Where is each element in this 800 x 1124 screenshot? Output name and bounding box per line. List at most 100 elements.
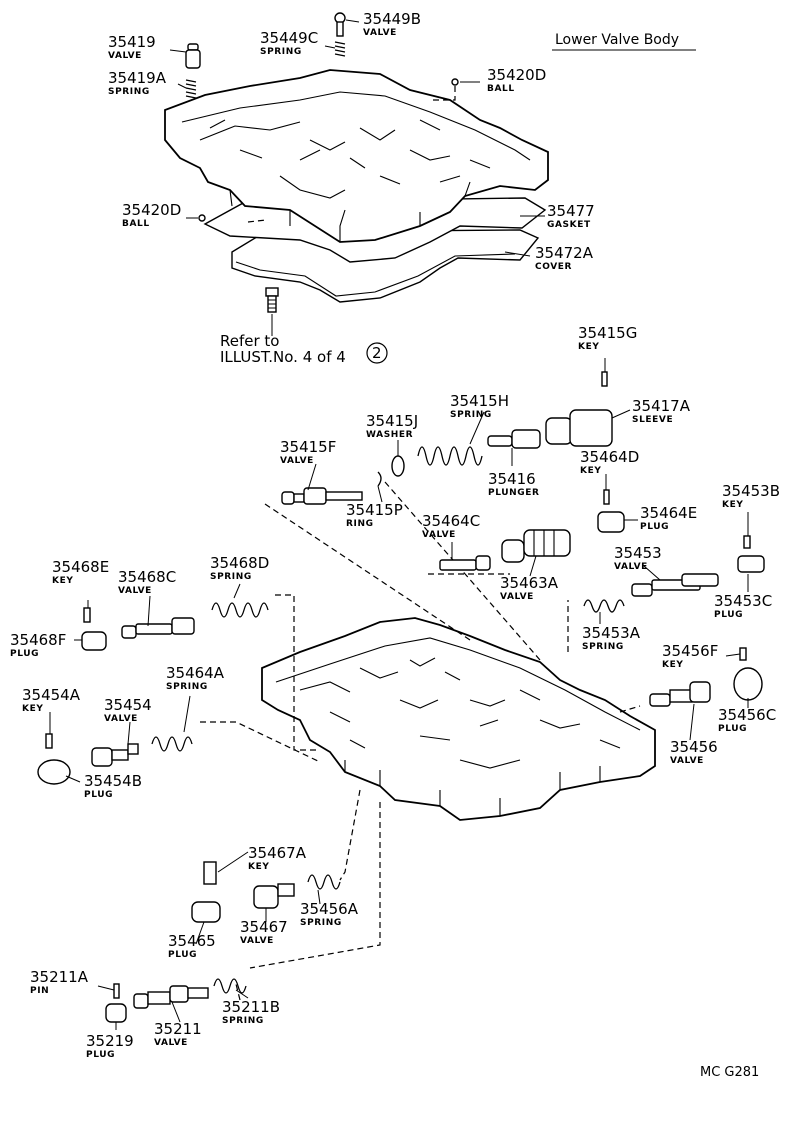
dash-spring-35456a (339, 789, 361, 881)
svg-text:PLUG: PLUG (640, 522, 669, 532)
svg-text:35456F: 35456F (662, 642, 718, 660)
svg-text:35472A: 35472A (535, 244, 594, 262)
svg-text:VALVE: VALVE (670, 756, 704, 766)
lower-body-top-face (275, 637, 641, 731)
svg-text:35456C: 35456C (718, 706, 776, 724)
svg-text:PIN: PIN (30, 986, 49, 996)
svg-text:KEY: KEY (662, 660, 683, 670)
svg-text:PLUG: PLUG (718, 724, 747, 734)
svg-text:VALVE: VALVE (108, 51, 142, 61)
svg-text:35465: 35465 (168, 932, 216, 950)
title-text: Lower Valve Body (555, 32, 679, 48)
cover-plate-drawing (231, 229, 540, 303)
svg-text:35415J: 35415J (366, 412, 418, 430)
valve-35463a-drawing (501, 529, 571, 563)
ball-35420d-left-drawing (198, 214, 206, 222)
upper-body-channels (199, 119, 491, 199)
valve-35415f-drawing (281, 487, 363, 505)
svg-text:35464D: 35464D (580, 448, 639, 466)
svg-text:35468C: 35468C (118, 568, 176, 586)
svg-text:PLUG: PLUG (168, 950, 197, 960)
svg-text:VALVE: VALVE (363, 28, 397, 38)
svg-text:BALL: BALL (122, 219, 150, 229)
svg-text:SPRING: SPRING (582, 642, 624, 652)
valve-35453-drawing (631, 573, 719, 597)
svg-text:VALVE: VALVE (422, 530, 456, 540)
svg-text:35456A: 35456A (300, 900, 359, 918)
bolt-drawing (265, 287, 279, 313)
svg-text:SPRING: SPRING (108, 87, 150, 97)
dash-spring-35211b (249, 802, 381, 969)
key-35453b-drawing (743, 535, 751, 549)
plug-35465-drawing (191, 901, 221, 923)
reference-line2: ILLUST.No. 4 of 4 (220, 348, 346, 366)
leader-lines (49, 19, 749, 1030)
spring-35464a-drawing (151, 736, 193, 752)
svg-text:35449B: 35449B (363, 10, 421, 28)
ring-35415p-drawing (377, 471, 382, 487)
svg-text:35449C: 35449C (260, 29, 318, 47)
lower-body-front-face (344, 760, 601, 816)
spring-35415h-drawing (417, 446, 483, 466)
svg-text:35415P: 35415P (346, 501, 403, 519)
plug-35456c-drawing (733, 667, 763, 701)
valve-35456-drawing (649, 681, 711, 707)
svg-text:35417A: 35417A (632, 397, 691, 415)
upper-body-side-face (229, 181, 471, 242)
plunger-35416-drawing (487, 429, 541, 449)
diagram-code: MC G281 (700, 1065, 759, 1080)
svg-text:KEY: KEY (722, 500, 743, 510)
svg-text:VALVE: VALVE (154, 1038, 188, 1048)
svg-text:PLUG: PLUG (84, 790, 113, 800)
valve-35419-drawing (185, 43, 201, 69)
svg-text:35468D: 35468D (210, 554, 269, 572)
spring-35456a-drawing (307, 874, 341, 890)
spring-35211b-drawing (213, 978, 247, 994)
svg-text:SPRING: SPRING (450, 410, 492, 420)
key-35456f-drawing (739, 647, 747, 661)
